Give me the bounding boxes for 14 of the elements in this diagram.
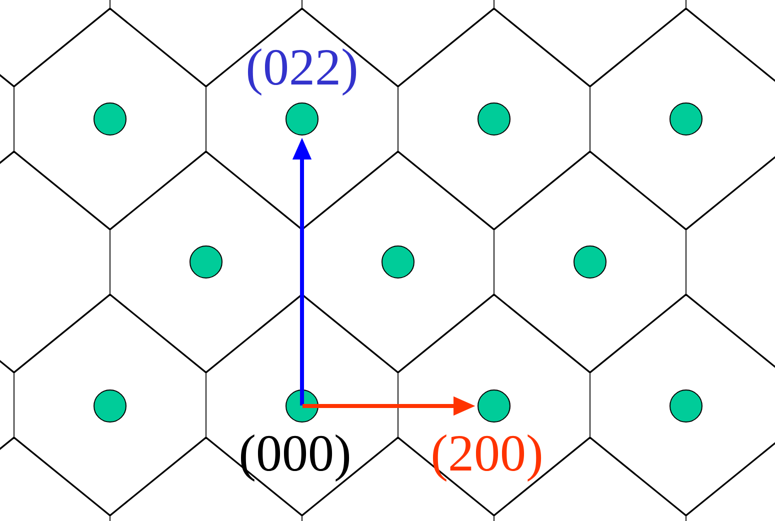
lattice-spot <box>670 390 702 422</box>
lattice-spot <box>382 246 414 278</box>
lattice-spot <box>478 102 510 136</box>
lattice-spot <box>670 102 702 136</box>
lattice-spot <box>286 390 318 422</box>
lattice-spot <box>94 390 126 422</box>
lattice-index-label: (000) <box>240 434 350 482</box>
lattice-index-label: (022) <box>248 48 356 96</box>
lattice-spot <box>94 102 126 136</box>
lattice-spot <box>574 246 606 278</box>
lattice-spot <box>286 102 318 136</box>
lattice-spot <box>190 246 222 278</box>
lattice-index-label: (200) <box>432 434 542 482</box>
lattice-spot <box>478 390 510 422</box>
